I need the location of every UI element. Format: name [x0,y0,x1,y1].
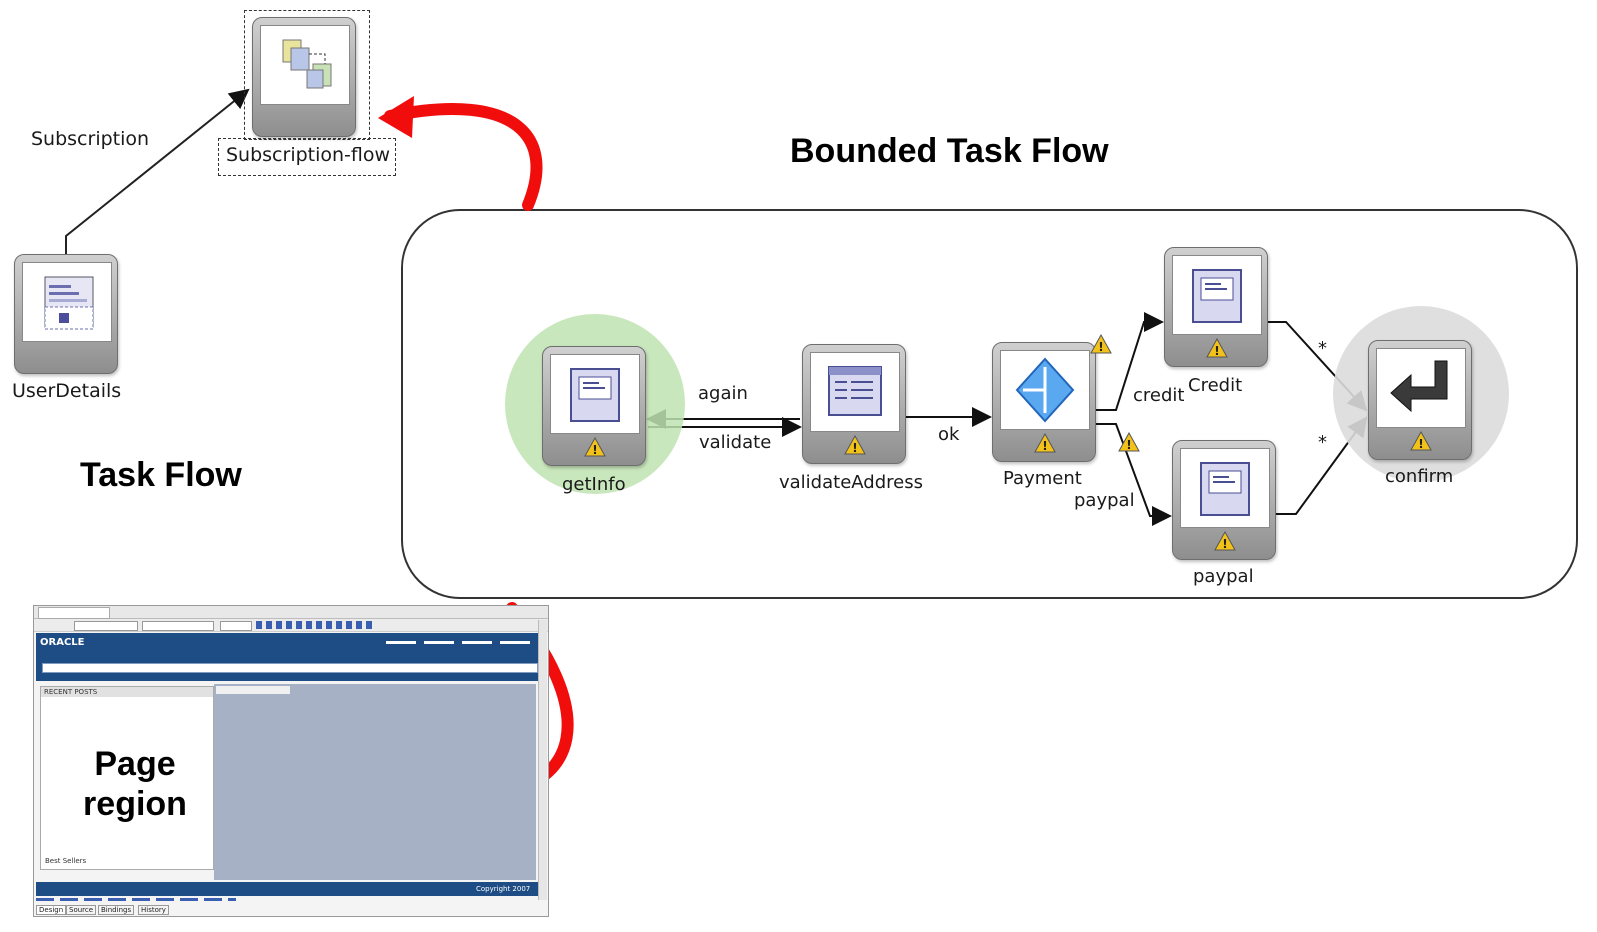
view-activity-icon [44,276,94,330]
edge-label-star-paypal: * [1318,432,1327,453]
payment-warning-icon: ! [1090,334,1112,354]
subscription-flow-label: Subscription-flow [226,144,391,166]
subscription-edge [65,88,250,254]
page-region-line1: Page [94,745,176,783]
bounded-task-flow-title: Bounded Task Flow [790,132,1109,170]
bottom-tabs: Design Source Bindings History [36,904,196,915]
red-arrow-to-subscription-head [378,96,414,138]
warning-icon: ! [1214,531,1236,551]
tab-source[interactable]: Source [66,905,97,915]
oracle-header: ORACLE [36,633,538,681]
svg-text:!: ! [852,441,857,455]
red-arrow-to-subscription [384,103,543,211]
svg-text:!: ! [1222,537,1227,551]
header-search-bar[interactable] [42,663,538,673]
warning-icon: ! [1034,433,1056,453]
credit-label: Credit [1188,375,1243,396]
tab-bindings[interactable]: Bindings [98,905,135,915]
best-sellers-label: Best Sellers [45,857,87,865]
edge-paypal-confirm [1276,416,1368,515]
page-region-line2: region [83,785,187,823]
bounded-task-flow-container [401,209,1578,599]
edge-label-ok: ok [938,424,960,445]
warning-icon: ! [1410,431,1432,451]
recent-posts-title: RECENT POSTS [44,688,98,696]
edge-label-credit: credit [1133,385,1185,406]
status-line [36,898,236,901]
method-call-icon [828,366,882,416]
view-activity-icon [570,368,620,422]
tab-design[interactable]: Design [36,905,67,915]
paypal-node[interactable]: ! [1172,440,1276,560]
subscription-edge-label: Subscription [31,128,150,150]
left-panel: RECENT POSTS Best Sellers [40,686,214,870]
getinfo-label: getInfo [562,474,626,495]
paypal-edge-warning-icon: ! [1118,432,1140,452]
edge-label-paypal: paypal [1074,490,1135,511]
task-flow-title: Task Flow [80,456,242,494]
oracle-logo: ORACLE [40,637,85,648]
page-region-caption: Page region [70,744,200,824]
vertical-scrollbar[interactable] [538,620,547,900]
validate-address-label: validateAddress [779,472,923,493]
warning-icon: ! [844,435,866,455]
edge-label-validate: validate [699,432,772,453]
toolbar-select-2[interactable] [142,621,214,631]
toolbar-select-1[interactable] [74,621,138,631]
recent-posts-header [41,687,213,697]
footer-bar: Copyright 2007 [36,882,538,896]
user-details-label: UserDetails [12,380,122,402]
edge-credit [1096,312,1164,411]
task-flow-call-icon [282,39,332,89]
svg-text:!: ! [1214,344,1219,358]
paypal-node-label: paypal [1193,566,1254,587]
subscription-flow-selection[interactable] [244,10,370,140]
toolbar-select-3[interactable] [220,621,252,631]
edge-label-again: again [698,383,748,404]
svg-text:!: ! [1098,340,1103,354]
view-activity-icon [1200,462,1250,516]
toolbar-icons[interactable] [256,621,376,629]
subscription-flow-node[interactable] [252,17,356,137]
header-links[interactable] [386,641,536,644]
svg-text:!: ! [1418,437,1423,451]
region-tab-strip[interactable] [216,686,290,694]
validate-address-node[interactable]: ! [802,344,906,464]
svg-text:!: ! [1042,439,1047,453]
editor-toolbar [34,619,548,632]
view-activity-icon [1192,269,1242,323]
subscription-flow-label-box [218,138,396,176]
tab-history[interactable]: History [138,905,169,915]
credit-node[interactable]: ! [1164,247,1268,367]
confirm-node[interactable]: ! [1368,340,1472,460]
payment-label: Payment [1003,468,1082,489]
editor-tab[interactable] [38,607,110,619]
editor-tab-bar [34,606,548,619]
page-screenshot: ORACLE RECENT POSTS Best Sellers Copyrig… [33,605,549,917]
svg-text:!: ! [1126,438,1131,452]
edge-label-star-credit: * [1318,338,1327,359]
copyright-text: Copyright 2007 [476,885,531,893]
getinfo-node[interactable]: ! [542,346,646,466]
router-icon [1015,357,1075,423]
edge-paypal [1096,423,1172,526]
user-details-node[interactable] [14,254,118,374]
payment-node[interactable]: ! [992,342,1096,462]
svg-text:!: ! [592,443,597,457]
warning-icon: ! [584,437,606,457]
main-region [214,684,536,880]
confirm-label: confirm [1385,466,1454,487]
task-flow-return-icon [1390,360,1448,413]
warning-icon: ! [1206,338,1228,358]
